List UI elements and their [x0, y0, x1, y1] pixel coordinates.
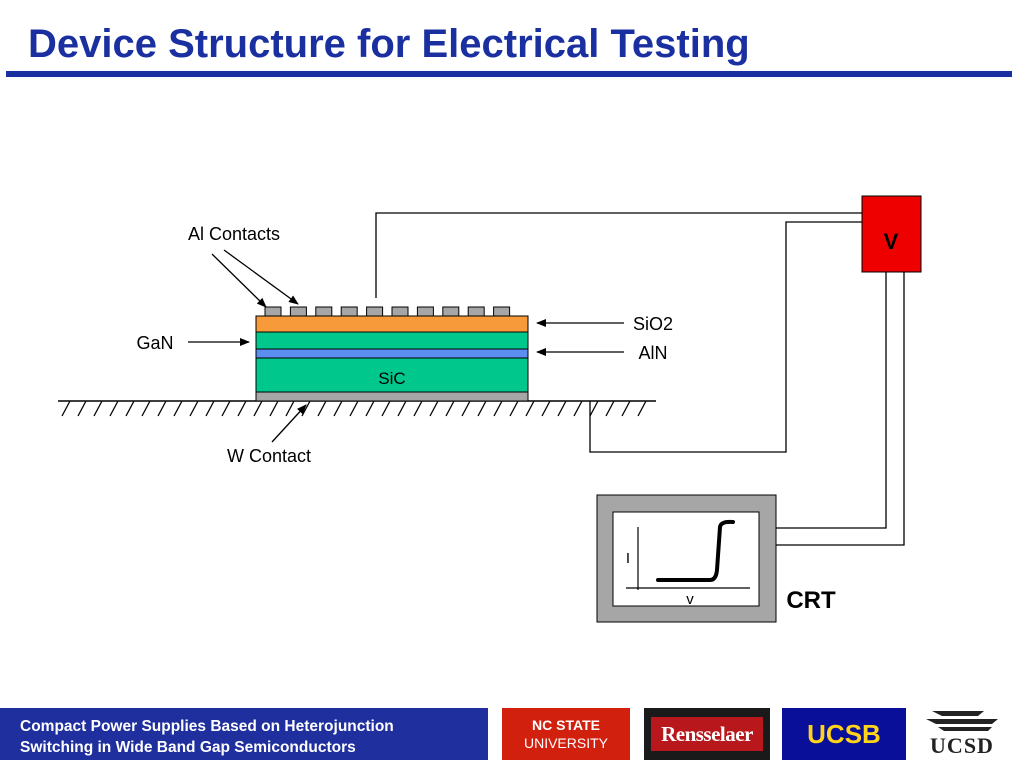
gan-label: GaN — [136, 333, 173, 353]
sio2-layer — [255, 315, 529, 333]
ground-hatch-mark — [573, 400, 583, 417]
al-contact-pad — [467, 306, 485, 317]
slide-title: Device Structure for Electrical Testing — [28, 22, 750, 66]
ground-hatch-mark — [605, 400, 615, 417]
ground-hatch-mark — [77, 400, 87, 417]
ground-hatch-mark — [525, 400, 535, 417]
voltmeter-box — [861, 195, 922, 273]
ground-hatch-mark — [461, 400, 471, 417]
ground-hatch-mark — [397, 400, 407, 417]
al-contact-pad — [493, 306, 511, 317]
aln-layer — [255, 348, 529, 359]
ncstate-logo-line-1: NC STATE — [532, 717, 600, 733]
ground-hatch-mark — [477, 400, 487, 417]
ucsd-logo-text: UCSD — [930, 733, 994, 758]
sic-layer — [255, 357, 529, 393]
al-contacts-arrow-right — [223, 249, 299, 305]
crt-axis-v-label: v — [686, 591, 694, 608]
footer-line-2: Switching in Wide Band Gap Semiconductor… — [20, 739, 356, 756]
ground-hatching — [61, 400, 647, 417]
ground-hatch-mark — [253, 400, 263, 417]
ground-hatch-mark — [333, 400, 343, 417]
rensselaer-logo-text: Rensselaer — [651, 717, 763, 751]
footer-caption: Compact Power Supplies Based on Heteroju… — [20, 716, 394, 758]
al-contact-pad — [340, 306, 358, 317]
ground-hatch-mark — [285, 400, 295, 417]
ground-hatch-mark — [509, 400, 519, 417]
crt-axis-i-label: I — [626, 550, 630, 567]
ground-hatch-mark — [365, 400, 375, 417]
gan-layer — [255, 331, 529, 350]
ground-hatch-mark — [317, 400, 327, 417]
ground-hatch-mark — [445, 400, 455, 417]
al-contacts-arrow-left — [211, 253, 267, 308]
ground-hatch-mark — [125, 400, 135, 417]
al-contact-pad — [366, 306, 384, 317]
al-contacts-label: Al Contacts — [188, 224, 280, 244]
w-contact-arrow — [271, 404, 307, 443]
ground-hatch-mark — [141, 400, 151, 417]
aln-label: AlN — [638, 343, 667, 363]
ground-hatch-mark — [621, 400, 631, 417]
title-underline — [6, 71, 1012, 77]
ground-hatch-mark — [221, 400, 231, 417]
ground-hatch-mark — [61, 400, 71, 417]
ground-hatch-mark — [429, 400, 439, 417]
sic-label: SiC — [378, 369, 405, 388]
al-contact-pad — [442, 306, 460, 317]
ground-hatch-mark — [541, 400, 551, 417]
al-contact-pad — [289, 306, 307, 317]
w-contact-label: W Contact — [227, 446, 311, 466]
ground-hatch-mark — [237, 400, 247, 417]
wire-top-contact-to-meter — [375, 212, 862, 298]
footer-band: Compact Power Supplies Based on Heteroju… — [0, 708, 488, 760]
w-contact-layer — [255, 391, 529, 402]
ncstate-logo-line-2: UNIVERSITY — [523, 735, 608, 751]
voltmeter-label: V — [884, 229, 899, 254]
ncstate-logo: NC STATE UNIVERSITY — [502, 708, 630, 760]
ground-hatch-mark — [109, 400, 119, 417]
ground-hatch-mark — [269, 400, 279, 417]
ground-hatch-mark — [493, 400, 503, 417]
al-contact-pad — [416, 306, 434, 317]
ucsb-logo: UCSB — [782, 708, 906, 760]
wiring — [375, 212, 905, 546]
ground-hatch-mark — [349, 400, 359, 417]
rensselaer-logo: Rensselaer — [644, 708, 770, 760]
wire-meter-to-crt-a — [776, 272, 887, 529]
ground-hatch-mark — [589, 400, 599, 417]
ground-hatch-mark — [381, 400, 391, 417]
sio2-label: SiO2 — [633, 314, 673, 334]
ground-hatch-mark — [157, 400, 167, 417]
ground-hatch-mark — [173, 400, 183, 417]
wire-substrate-to-meter — [589, 221, 862, 453]
crt-screen — [612, 511, 760, 607]
al-contact-pad — [264, 306, 282, 317]
iv-curve — [656, 519, 735, 582]
wire-meter-to-crt-b — [776, 272, 905, 546]
ground-hatch-mark — [637, 400, 647, 417]
al-contact-pad — [391, 306, 409, 317]
al-contact-pad — [315, 306, 333, 317]
ucsd-logo: UCSD — [916, 704, 1008, 762]
ucsd-wave-icon — [926, 711, 998, 731]
ground-hatch-mark — [189, 400, 199, 417]
crt-label: CRT — [786, 587, 836, 614]
ucsb-logo-text: UCSB — [807, 718, 881, 749]
ground-hatch-mark — [205, 400, 215, 417]
footer-line-1: Compact Power Supplies Based on Heteroju… — [20, 718, 394, 735]
ground-hatch-mark — [557, 400, 567, 417]
al-contact-pads — [264, 306, 511, 317]
ground-hatch-mark — [93, 400, 103, 417]
ground-hatch-mark — [413, 400, 423, 417]
